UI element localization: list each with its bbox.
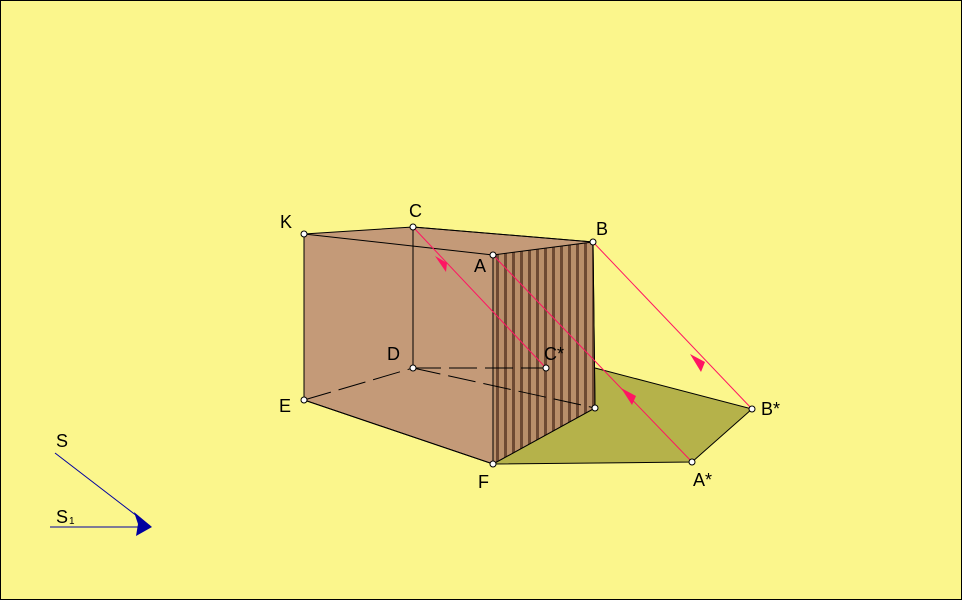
ray-b-bstar [592,241,753,410]
label-a: A [474,256,486,276]
label-s1-subscript: 1 [69,516,75,527]
point-b-star [748,405,756,413]
label-b-star: B* [761,399,780,419]
shadow-outline [492,367,754,465]
label-e: E [279,396,291,416]
point-e [300,396,308,404]
label-c: C [409,201,422,221]
point-f [489,460,497,468]
label-s1: S [56,507,68,527]
label-c-star: C* [544,344,564,364]
point-d [409,364,417,372]
shadow-region [493,368,752,464]
edge-cb [412,226,594,243]
point-a [489,251,497,259]
label-d: D [387,344,400,364]
ray-c-cstar [412,226,547,369]
label-a-star: A* [693,470,712,490]
edge-d-hidden [412,367,596,409]
label-s: S [56,431,68,451]
edge-ka [303,233,494,256]
direction-arrowhead [134,512,152,536]
point-c-star [542,364,550,372]
point-c [409,223,417,231]
edge-ef [303,399,494,465]
ray-c-arrowhead [435,256,447,272]
direction-s-line [54,452,151,527]
edge-ed-hidden [303,367,414,401]
label-b: B [596,219,608,239]
ray-a-astar [492,254,693,463]
point-b [589,238,597,246]
ray-a-arrowhead [621,388,636,405]
label-f: F [478,472,489,492]
points [300,223,756,468]
label-k: K [280,212,292,232]
point-shadow-corner [591,404,599,412]
point-a-star [688,458,696,466]
point-k [300,230,308,238]
ray-b-arrowhead [690,354,705,372]
